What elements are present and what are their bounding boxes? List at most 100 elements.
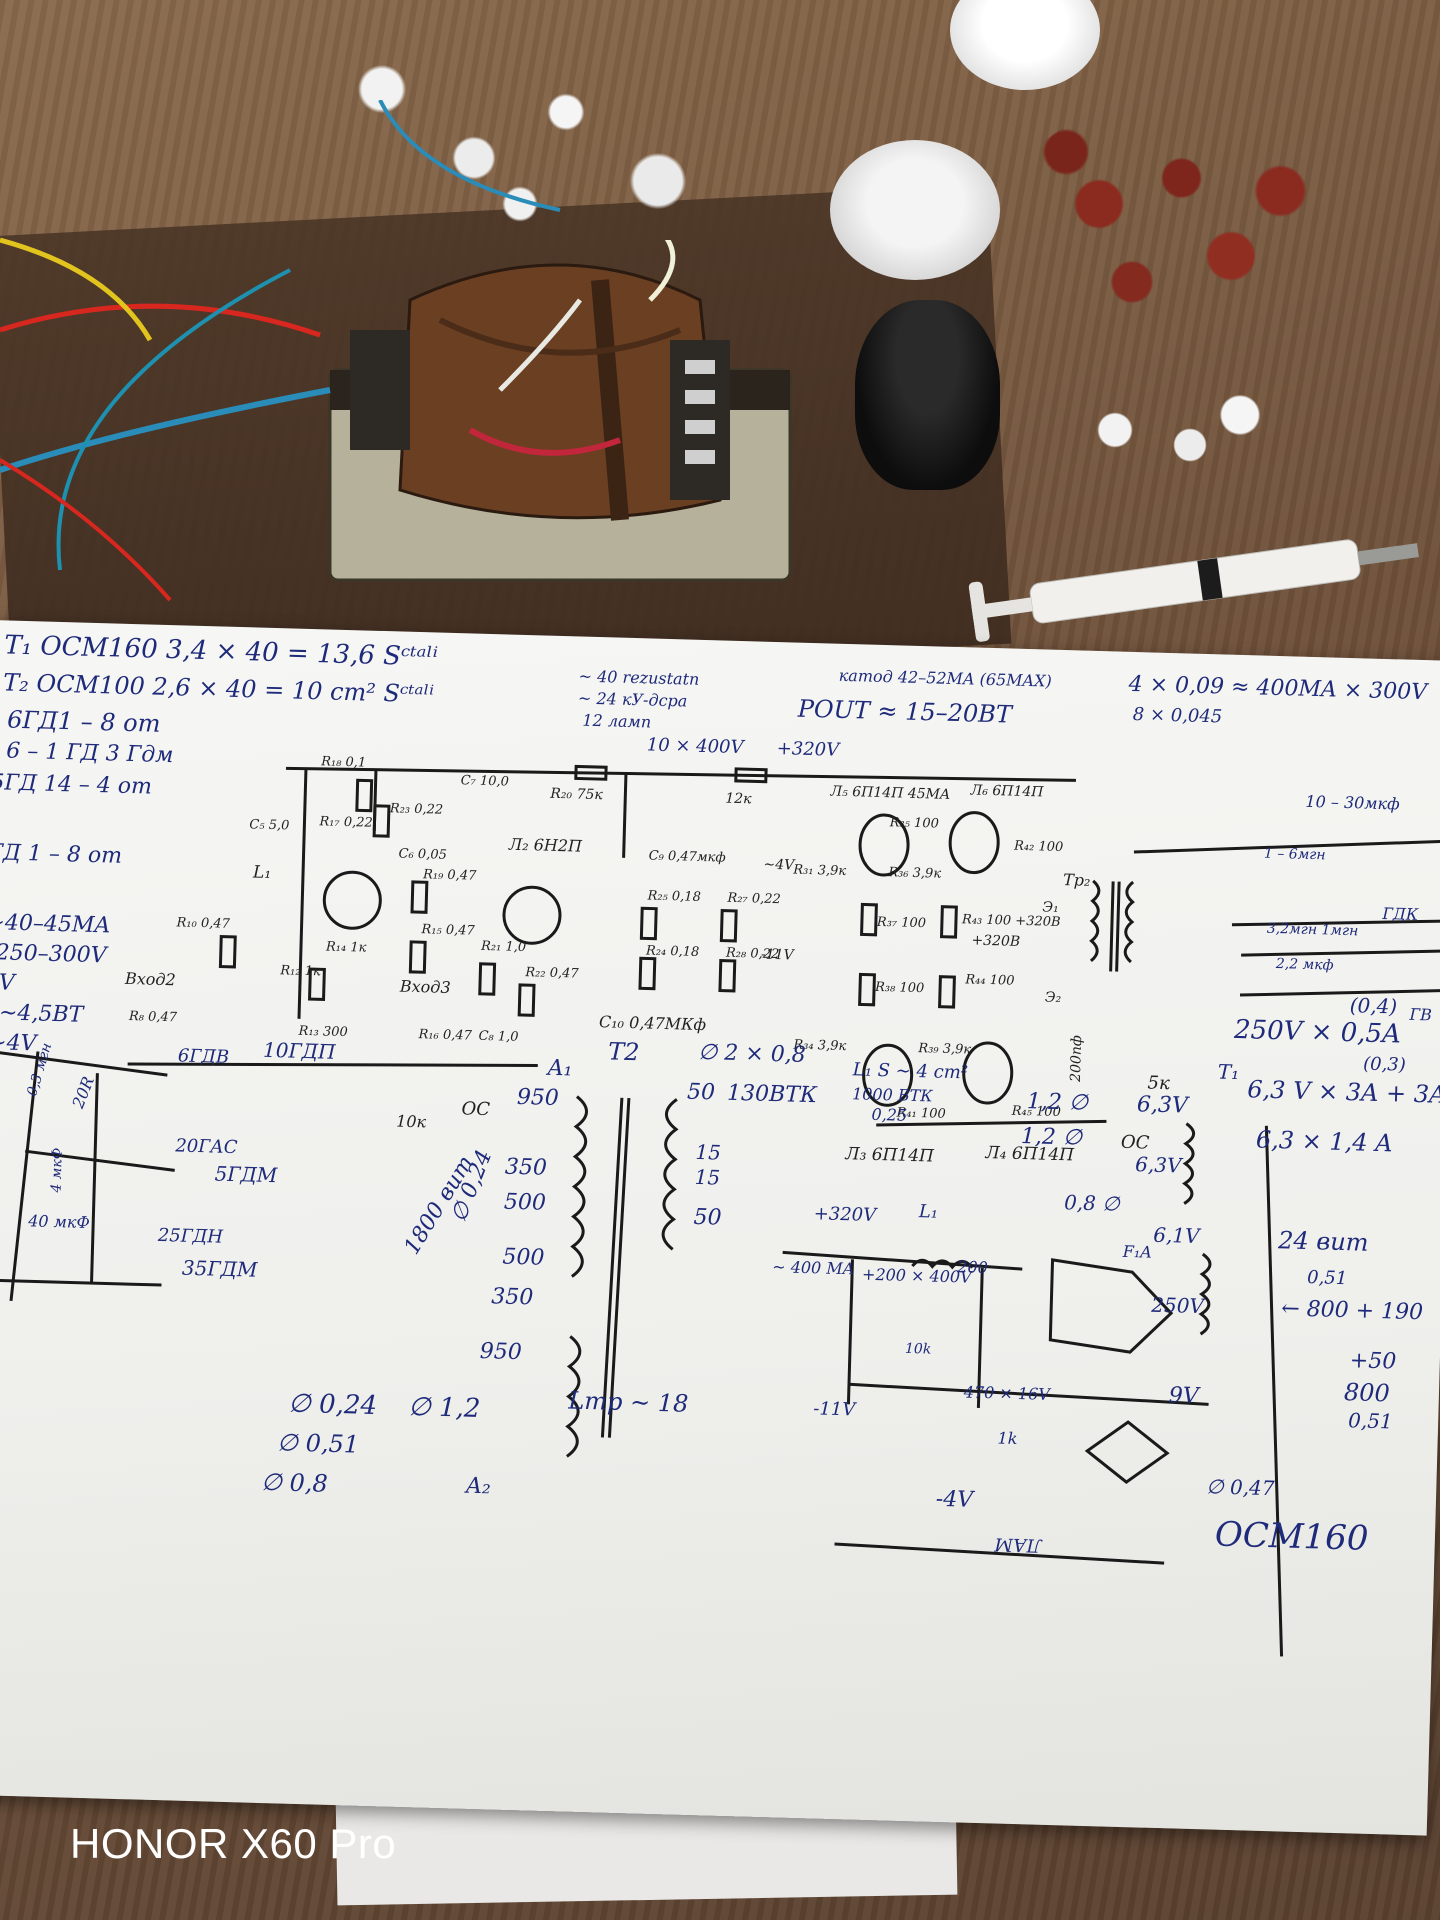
note-out-50b: 50 (693, 1204, 722, 1231)
note-2x08: ∅ 2 × 0,8 (697, 1039, 807, 1068)
note-03: (0,3) (1362, 1053, 1407, 1076)
label-e1: Э₁ (1042, 899, 1059, 916)
note-left-3: ~40–45MA (0, 910, 111, 939)
note-header-mid-5: +320V (776, 738, 840, 761)
note-header-right-2: 8 × 0,045 (1132, 703, 1223, 728)
label-c7: C₇ 10,0 (460, 773, 510, 790)
note-1-6mhn: 1 – 6мгн (1263, 845, 1326, 864)
note-10-30mkf: 10 – 30мкф (1305, 791, 1400, 814)
note-20gas: 20ГАС (175, 1135, 238, 1159)
label-r18: R₁₈ 0,1 (320, 754, 367, 771)
note-200x400: +200 × 400V (861, 1264, 972, 1287)
label-r28: R₂₈ 0,22 (725, 945, 780, 963)
note-5gdm: 5ГДМ (214, 1161, 278, 1188)
label-c6: C₆ 0,05 (398, 846, 448, 863)
note-025: 0,25 (871, 1104, 908, 1125)
label-r14: R₁₄ 1к (325, 939, 367, 956)
note-051b: 0,51 (1347, 1408, 1394, 1434)
label-5k: 5к (1147, 1072, 1171, 1095)
label-r43: R₄₃ 100 +320В (961, 912, 1061, 931)
note-25gdn: 25ГДН (157, 1224, 224, 1248)
note-1k: 1k (997, 1428, 1018, 1449)
note-out-15a: 15 (695, 1139, 722, 1165)
label-l1: L₁ (252, 862, 272, 883)
label-r23: R₂₃ 0,22 (389, 801, 444, 818)
note-a1: A₁ (547, 1055, 573, 1082)
label-r36: R₃₆ 3,9к (888, 865, 942, 882)
label-r42: R₄₂ 100 (1013, 838, 1064, 856)
note-61v: 6,1V (1152, 1222, 1200, 1249)
amplifier-schematic (0, 764, 1440, 1657)
loose-wires (0, 100, 561, 602)
label-r16: R₁₆ 0,47 (418, 1027, 473, 1044)
note-950-bot: 950 (479, 1338, 523, 1366)
label-r31: R₃₁ 3,9к (793, 862, 847, 879)
label-r37: R₃₇ 100 (876, 914, 927, 932)
note-800190: ← 800 + 190 (1280, 1296, 1424, 1326)
note-header-mid-2: ~ 24 кУ-дсра (577, 688, 688, 711)
note-04: (0,4) (1349, 993, 1398, 1019)
note-250v05a: 250V × 0,5A (1233, 1014, 1402, 1050)
note-a2: A₂ (465, 1473, 492, 1500)
note-3mhn: 3,2мгн 1мгн (1266, 920, 1359, 940)
connector-scatter-right (1040, 370, 1290, 520)
note-bottom-024: ∅ 0,24 (287, 1388, 378, 1422)
label-r24: R₂₄ 0,18 (645, 943, 700, 960)
note-lam: ЛАМ (994, 1533, 1042, 1556)
note-header-left-4: 6 – 1 ГД 3 Гдм (5, 738, 174, 769)
note-fia: F₁A (1122, 1241, 1153, 1262)
component-scatter (1000, 100, 1330, 360)
note-800b: 800 (1343, 1378, 1391, 1408)
note-bottom-12: ∅ 1,2 (407, 1391, 481, 1424)
note-10gdp: 10ГДП (262, 1037, 336, 1064)
note-24vit: 24 вит (1277, 1226, 1369, 1257)
note-ocm160: OCM160 (1214, 1514, 1370, 1559)
note-header-left-3: 6ГД1 – 8 om (6, 705, 161, 738)
label-vhod3: Вход3 (399, 976, 451, 998)
label-vhod2: Вход2 (124, 968, 177, 990)
note-350-bot: 350 (490, 1284, 534, 1311)
label-c9: C₉ 0,47мкф (648, 848, 726, 866)
note-left-7: ~4V (0, 1030, 37, 1057)
label-plus320: +320В (971, 932, 1021, 950)
label-e2: Э₂ (1044, 989, 1062, 1007)
note-250v: 250V (1151, 1292, 1205, 1319)
note-minus11v-ps: -11V (813, 1398, 856, 1421)
note-t1: T₁ (1217, 1059, 1240, 1085)
connector-scatter (290, 20, 750, 250)
note-12b: 1,2 ∅ (1020, 1123, 1083, 1151)
note-63-14: 6,3 × 1,4 A (1255, 1125, 1393, 1158)
note-08d: 0,8 ∅ (1063, 1190, 1121, 1216)
note-plus320v: +320V (813, 1203, 877, 1226)
note-t2: T2 (607, 1037, 640, 1067)
note-out-15b: 15 (694, 1164, 721, 1190)
label-r39: R₃₉ 3,9к (918, 1041, 972, 1058)
note-header-mid-4: 10 × 400V (646, 734, 744, 759)
note-left-4: 250–300V (0, 940, 107, 969)
note-200: 200 (957, 1257, 989, 1278)
black-loupe (855, 300, 1000, 490)
label-r44: R₄₄ 100 (965, 972, 1015, 989)
label-r25: R₂₅ 0,18 (647, 888, 702, 905)
note-63v-a: 6,3V (1136, 1092, 1189, 1119)
label-tr2: Tp₂ (1062, 870, 1091, 890)
note-l1: L₁ (918, 1201, 939, 1223)
note-35gdm: 35ГДМ (181, 1255, 258, 1282)
note-9v: 9V (1168, 1383, 1200, 1410)
note-header-mid-3: 12 ламп (582, 710, 652, 732)
label-c5: C₅ 5,0 (249, 817, 290, 834)
label-l2: Л₂ 6Н2П (508, 834, 583, 856)
note-40mkf: 40 мкФ (27, 1211, 91, 1233)
label-c10: C₁₀ 0,47МКф (598, 1012, 707, 1035)
white-cap (830, 140, 1000, 280)
note-header-mid-1: ~ 40 rezustatn (578, 666, 700, 689)
note-130w: 130ВТК (726, 1080, 818, 1109)
schematic-paper: T₁ OCM160 3,4 × 40 = 13,6 Sᶜᵗᵃˡⁱ T₂ OCM1… (0, 620, 1440, 1836)
note-minus4v-ps: -4V (935, 1486, 974, 1513)
note-10k-b: 10k (904, 1340, 932, 1358)
label-r38: R₃₈ 100 (874, 979, 925, 997)
note-left-6: ~4,5ВТ (0, 1000, 84, 1028)
label-r8: R₈ 0,47 (128, 1009, 178, 1026)
label-r10: R₁₀ 0,47 (176, 915, 231, 932)
power-transformer (328, 240, 792, 582)
